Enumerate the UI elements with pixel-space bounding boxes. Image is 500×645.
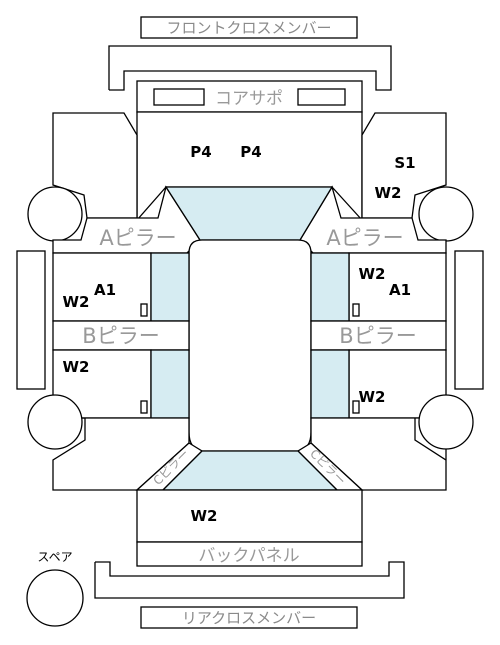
b-pillar-left[interactable] — [52, 320, 190, 351]
left-headlight — [153, 88, 205, 106]
rear-right-door-handle[interactable] — [352, 400, 360, 414]
front-left-door[interactable] — [52, 252, 152, 322]
left-side-skirt[interactable] — [16, 250, 46, 390]
right-side-skirt[interactable] — [454, 250, 484, 390]
front-right-tire[interactable] — [418, 186, 474, 242]
trunk-code: W2 — [191, 507, 218, 525]
rear-left-quarter-panel[interactable] — [52, 417, 190, 491]
front-right-window[interactable] — [310, 252, 350, 322]
front-cross-member-box — [140, 16, 358, 39]
b-pillar-left-label: Bピラー — [82, 324, 159, 348]
b-pillar-right[interactable] — [310, 320, 447, 351]
rear-right-tire[interactable] — [418, 394, 474, 450]
spare-tire[interactable] — [26, 569, 84, 627]
rear-cross-member[interactable]: リアクロスメンバー — [94, 561, 405, 629]
rear-left-door-code: W2 — [63, 358, 90, 376]
front-right-door-code: A1 — [389, 281, 411, 299]
front-cross-member-label: フロントクロスメンバー — [166, 19, 331, 37]
rear-left-door-handle[interactable] — [140, 400, 148, 414]
front-cross-member-bracket — [108, 45, 392, 91]
spare-label: スペア — [37, 550, 72, 564]
right-headlight — [297, 88, 346, 106]
front-right-door-handle[interactable] — [352, 303, 360, 317]
rear-left-tire[interactable] — [27, 394, 83, 450]
core-support-label: コアサポ — [215, 89, 283, 109]
front-right-fender[interactable] — [361, 112, 447, 219]
hood-code-right: P4 — [240, 143, 261, 161]
rear-cross-member-bracket — [94, 561, 405, 599]
front-right-door-w: W2 — [359, 265, 386, 283]
rear-left-window[interactable] — [150, 349, 190, 419]
rear-cross-member-box — [140, 606, 358, 629]
a-pillar-left-label: Aピラー — [99, 226, 176, 250]
back-panel-label: バックパネル — [198, 546, 299, 566]
back-panel[interactable] — [136, 541, 363, 567]
front-left-door-w: W2 — [63, 293, 90, 311]
front-left-tire[interactable] — [27, 186, 83, 242]
front-cross-member[interactable]: フロントクロスメンバー — [108, 16, 392, 91]
front-left-window[interactable] — [150, 252, 190, 322]
trunk-lid[interactable] — [136, 489, 363, 543]
rear-right-window[interactable] — [310, 349, 350, 419]
core-support[interactable]: コアサポ — [136, 80, 363, 113]
a-pillar-right-label: Aピラー — [326, 226, 403, 250]
b-pillar-right-label: Bピラー — [339, 324, 416, 348]
roof[interactable] — [188, 239, 312, 452]
rear-cross-member-label: リアクロスメンバー — [182, 609, 316, 627]
rear-right-door-code: W2 — [359, 388, 386, 406]
front-right-fender-code-bottom: W2 — [375, 184, 402, 202]
front-left-door-handle[interactable] — [140, 303, 148, 317]
hood-code-left: P4 — [190, 143, 211, 161]
front-right-fender-code-top: S1 — [394, 154, 415, 172]
front-left-door-code: A1 — [94, 281, 116, 299]
